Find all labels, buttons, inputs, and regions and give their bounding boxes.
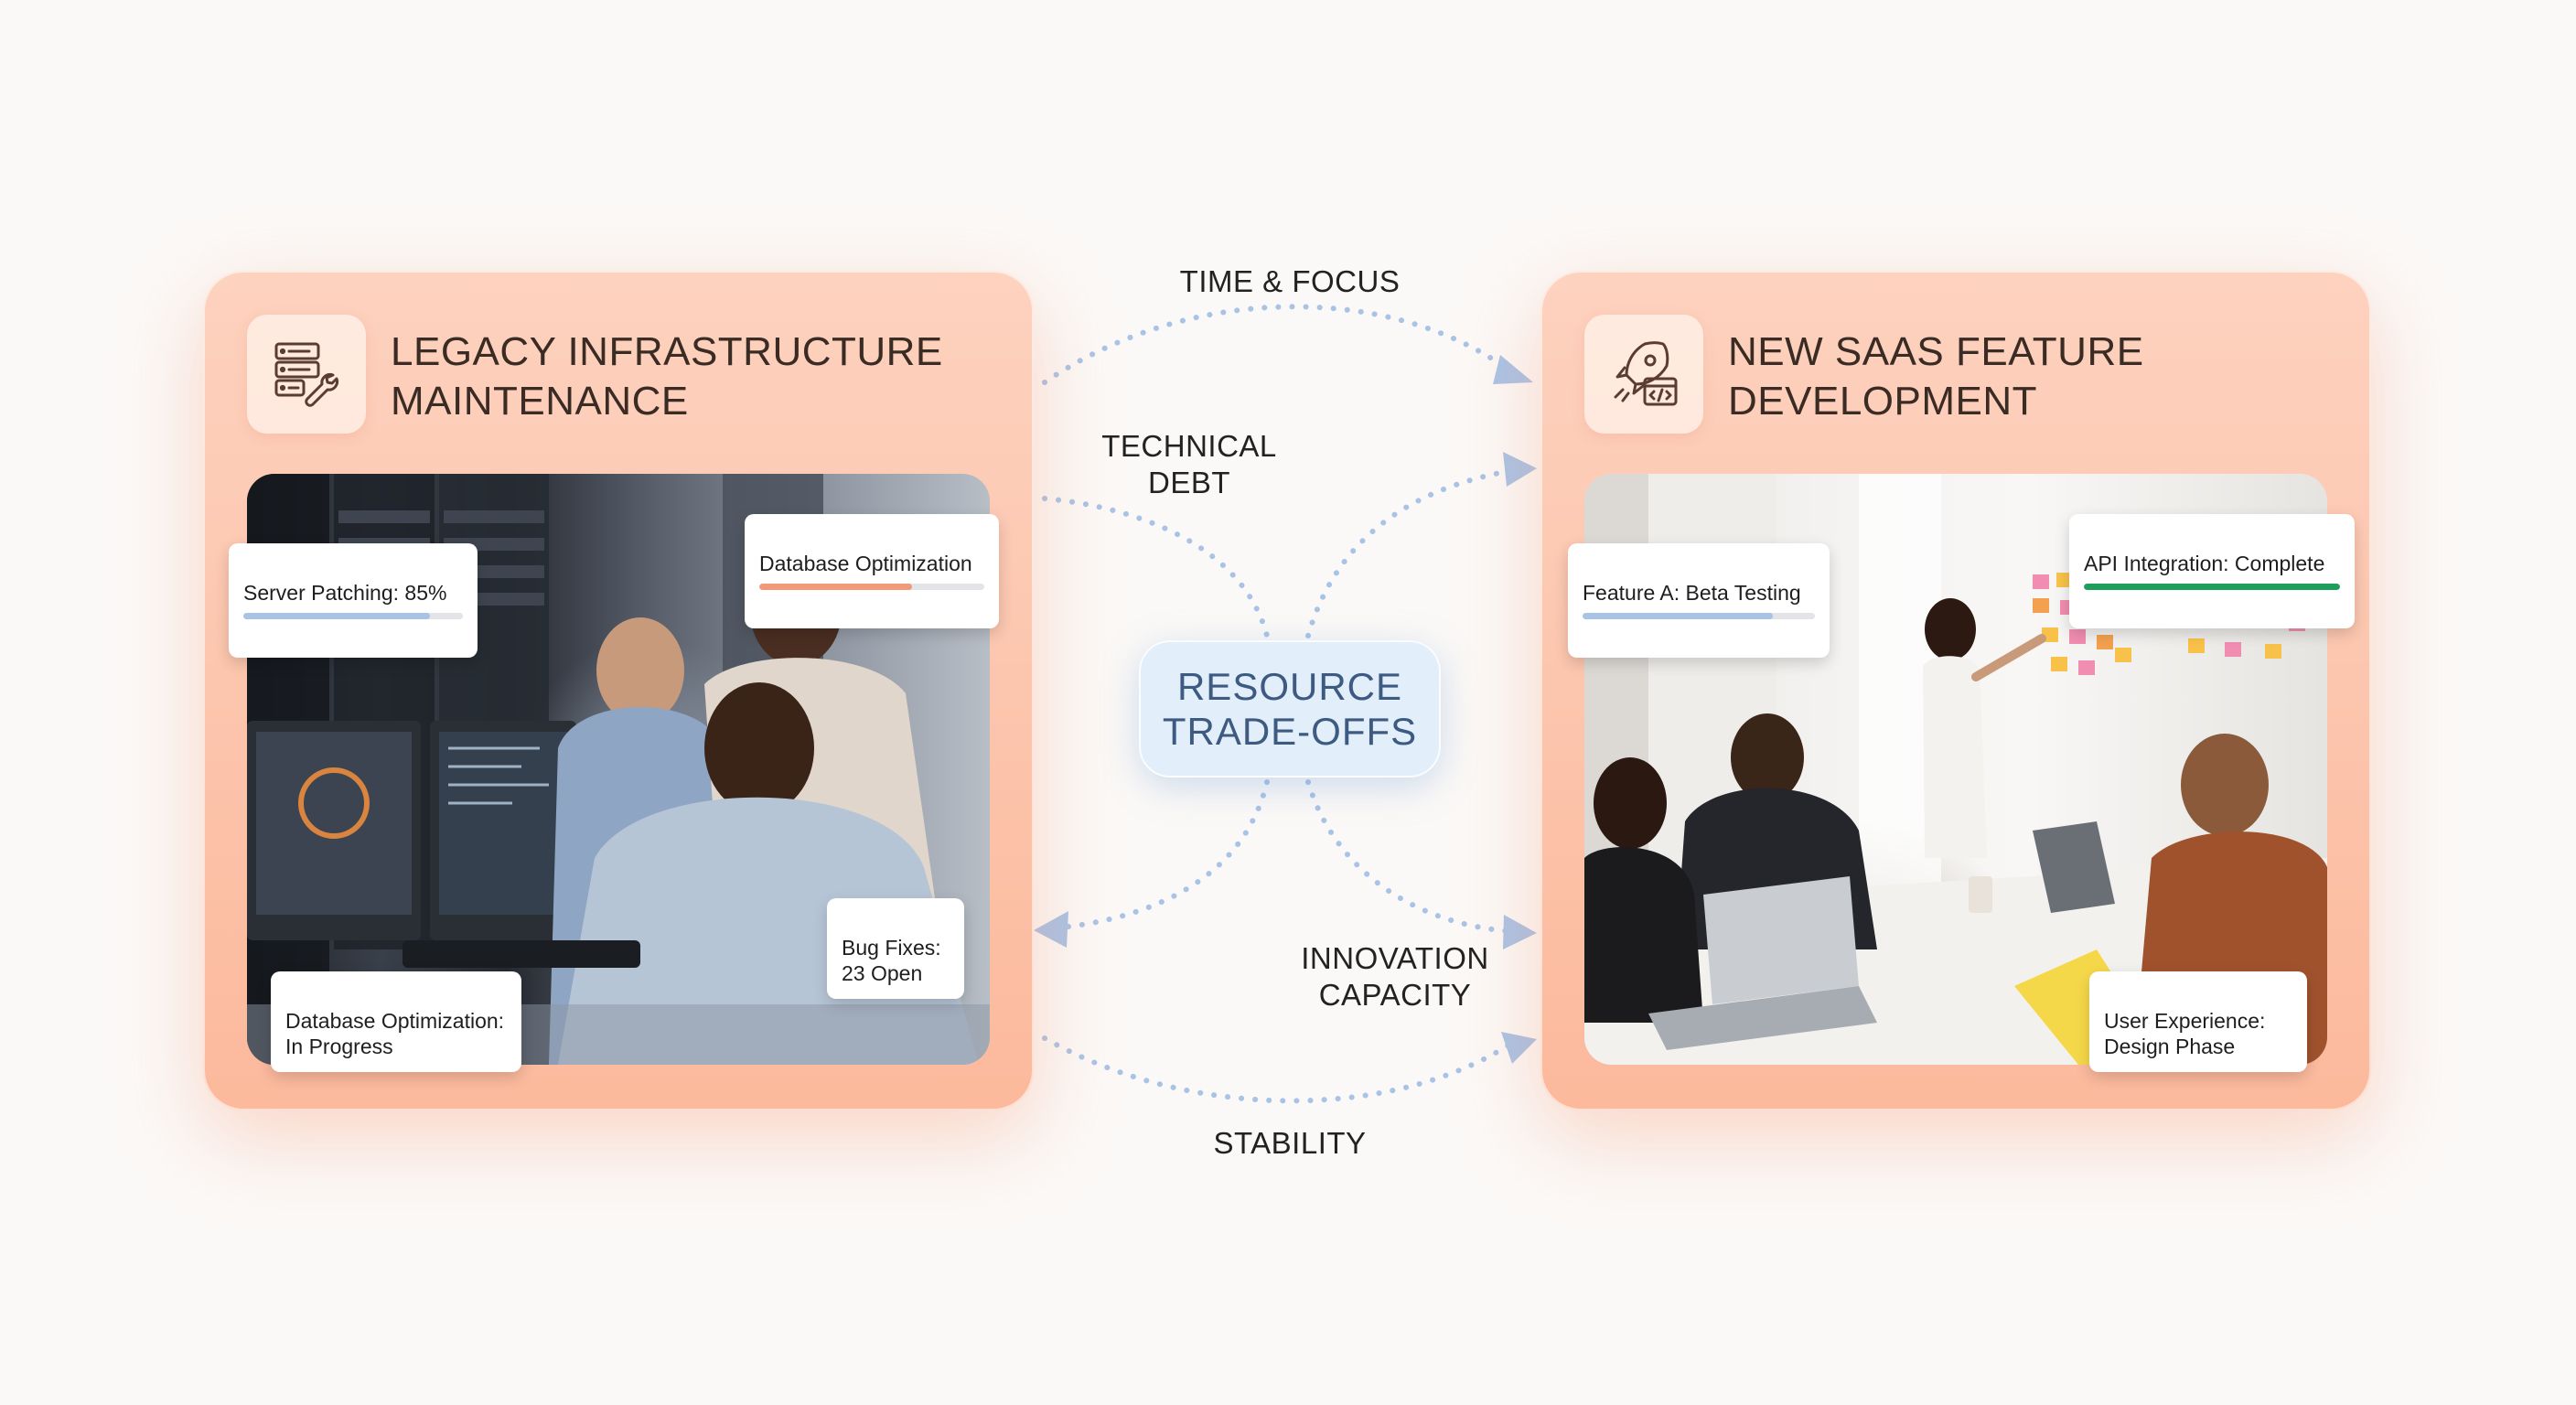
- feature-a-label: Feature A: Beta Testing: [1583, 581, 1801, 605]
- legacy-infrastructure-panel: LEGACY INFRASTRUCTURE MAINTENANCE: [203, 271, 1034, 1110]
- database-optimization-progress: [759, 584, 984, 590]
- arrow-stability: [1042, 1035, 1512, 1104]
- resource-tradeoffs-hub: RESOURCE TRADE-OFFS: [1139, 640, 1441, 778]
- arrow-time-focus: [1042, 304, 1512, 385]
- flow-label-innovation-capacity: INNOVATION CAPACITY: [1301, 941, 1489, 1012]
- user-experience-chip: User Experience: Design Phase: [2089, 971, 2307, 1072]
- arrow-technical-debt: [1042, 496, 1270, 638]
- server-patching-label: Server Patching: 85%: [243, 581, 447, 605]
- database-progress-chip: Database Optimization: In Progress: [271, 971, 521, 1072]
- database-optimization-label: Database Optimization: [759, 552, 972, 575]
- user-experience-label: User Experience: Design Phase: [2104, 1009, 2266, 1058]
- database-optimization-chip: Database Optimization: [745, 514, 999, 628]
- server-wrench-icon: [247, 315, 366, 434]
- database-progress-label: Database Optimization: In Progress: [285, 1009, 505, 1058]
- feature-a-chip: Feature A: Beta Testing: [1568, 543, 1830, 658]
- saas-feature-panel: NEW SAAS FEATURE DEVELOPMENT: [1540, 271, 2371, 1110]
- rocket-code-icon: [1584, 315, 1703, 434]
- flow-label-technical-debt: TECHNICAL DEBT: [1101, 429, 1277, 499]
- bug-fixes-label: Bug Fixes: 23 Open: [842, 936, 941, 985]
- arrow-hub-to-right-top: [1305, 468, 1512, 638]
- api-integration-chip: API Integration: Complete: [2069, 514, 2355, 628]
- flow-label-time-focus: TIME & FOCUS: [1179, 264, 1401, 298]
- api-integration-label: API Integration: Complete: [2084, 552, 2325, 575]
- arrowhead-right-top: [1503, 452, 1537, 487]
- arrowhead-left-bottom: [1034, 911, 1068, 948]
- feature-a-progress: [1583, 613, 1815, 619]
- arrowhead-stability: [1501, 1032, 1537, 1064]
- server-patching-progress: [243, 613, 463, 619]
- saas-panel-title: NEW SAAS FEATURE DEVELOPMENT: [1728, 329, 2144, 424]
- flow-label-stability: STABILITY: [1213, 1126, 1367, 1160]
- api-integration-progress: [2084, 584, 2340, 590]
- server-patching-chip: Server Patching: 85%: [229, 543, 478, 658]
- arrow-hub-to-left-bottom: [1049, 779, 1270, 931]
- arrow-innovation-capacity: [1305, 779, 1512, 934]
- arrowhead-innovation: [1503, 915, 1537, 949]
- bug-fixes-chip: Bug Fixes: 23 Open: [827, 898, 964, 999]
- legacy-panel-title: LEGACY INFRASTRUCTURE MAINTENANCE: [391, 329, 943, 424]
- arrowhead-time-focus: [1493, 355, 1533, 384]
